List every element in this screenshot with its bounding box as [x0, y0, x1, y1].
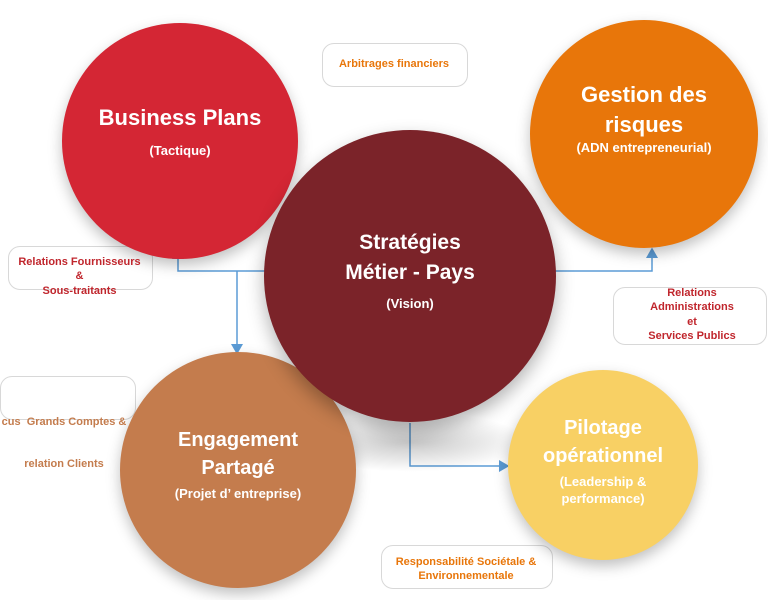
note-administrations-line1: Relations [667, 287, 717, 299]
business-plans-subtitle: (Tactique) [149, 143, 211, 158]
note-box-arbitrages [322, 43, 468, 87]
gestion-risques-title-line2: risques [604, 112, 684, 137]
note-fournisseurs-line2: & [75, 270, 84, 283]
engagement-subtitle: (Projet d’ entreprise) [174, 486, 302, 501]
note-administrations-line2: Administrations [650, 301, 734, 314]
pilotage-title-line2: opérationnel [542, 445, 663, 467]
note-administrations: Relations Administrations et Services Pu… [626, 286, 758, 343]
note-fournisseurs-line1: Relations Fournisseurs [18, 256, 141, 268]
arrow-to-gestion-risques [555, 247, 658, 272]
center-title-line1: Stratégies [359, 231, 461, 254]
gestion-risques-subtitle: (ADN entrepreneurial) [576, 140, 712, 155]
note-rse: Responsabilité Sociétale & Environnement… [386, 555, 546, 584]
pilotage-subtitle-line2: performance) [561, 491, 645, 506]
circle-engagement: Engagement Partagé (Projet d’ entreprise… [120, 352, 356, 588]
center-subtitle: (Vision) [386, 296, 434, 311]
engagement-title-line1: Engagement [177, 429, 299, 451]
note-box-rse [381, 545, 553, 589]
circle-center-strategies: Stratégies Métier - Pays (Vision) [264, 130, 556, 422]
note-arbitrages: Arbitrages financiers [338, 58, 450, 70]
note-box-administrations [613, 287, 767, 345]
note-administrations-line3: et [687, 315, 697, 328]
circle-gestion-risques: Gestion des risques (ADN entrepreneurial… [530, 20, 758, 248]
pilotage-subtitle-line1: (Leadership & [559, 474, 647, 489]
note-rse-line2: Environnementale [418, 570, 514, 583]
note-clients-line1: cus Grands Comptes & [1, 415, 127, 428]
note-rse-line1: Responsabilité Sociétale & [395, 556, 537, 568]
circle-business-plans: Business Plans (Tactique) [62, 23, 298, 259]
note-administrations-line4: Services Publics [648, 329, 736, 342]
note-clients-line2: relation Clients [24, 458, 104, 471]
engagement-title-line2: Partagé [201, 457, 275, 479]
note-fournisseurs-line3: Sous-traitants [42, 284, 117, 297]
note-fournisseurs: Relations Fournisseurs & Sous-traitants [8, 255, 151, 298]
note-clients: cus Grands Comptes & relation Clients [0, 386, 128, 500]
pilotage-title-line1: Pilotage [564, 417, 642, 439]
business-plans-title: Business Plans [98, 105, 262, 130]
note-box-fournisseurs [8, 246, 153, 290]
center-title-line2: Métier - Pays [345, 261, 475, 284]
arrow-to-pilotage [409, 423, 510, 472]
gestion-risques-title-line1: Gestion des [581, 82, 707, 107]
circle-pilotage: Pilotage opérationnel (Leadership & perf… [508, 370, 698, 560]
note-box-clients [0, 376, 136, 420]
